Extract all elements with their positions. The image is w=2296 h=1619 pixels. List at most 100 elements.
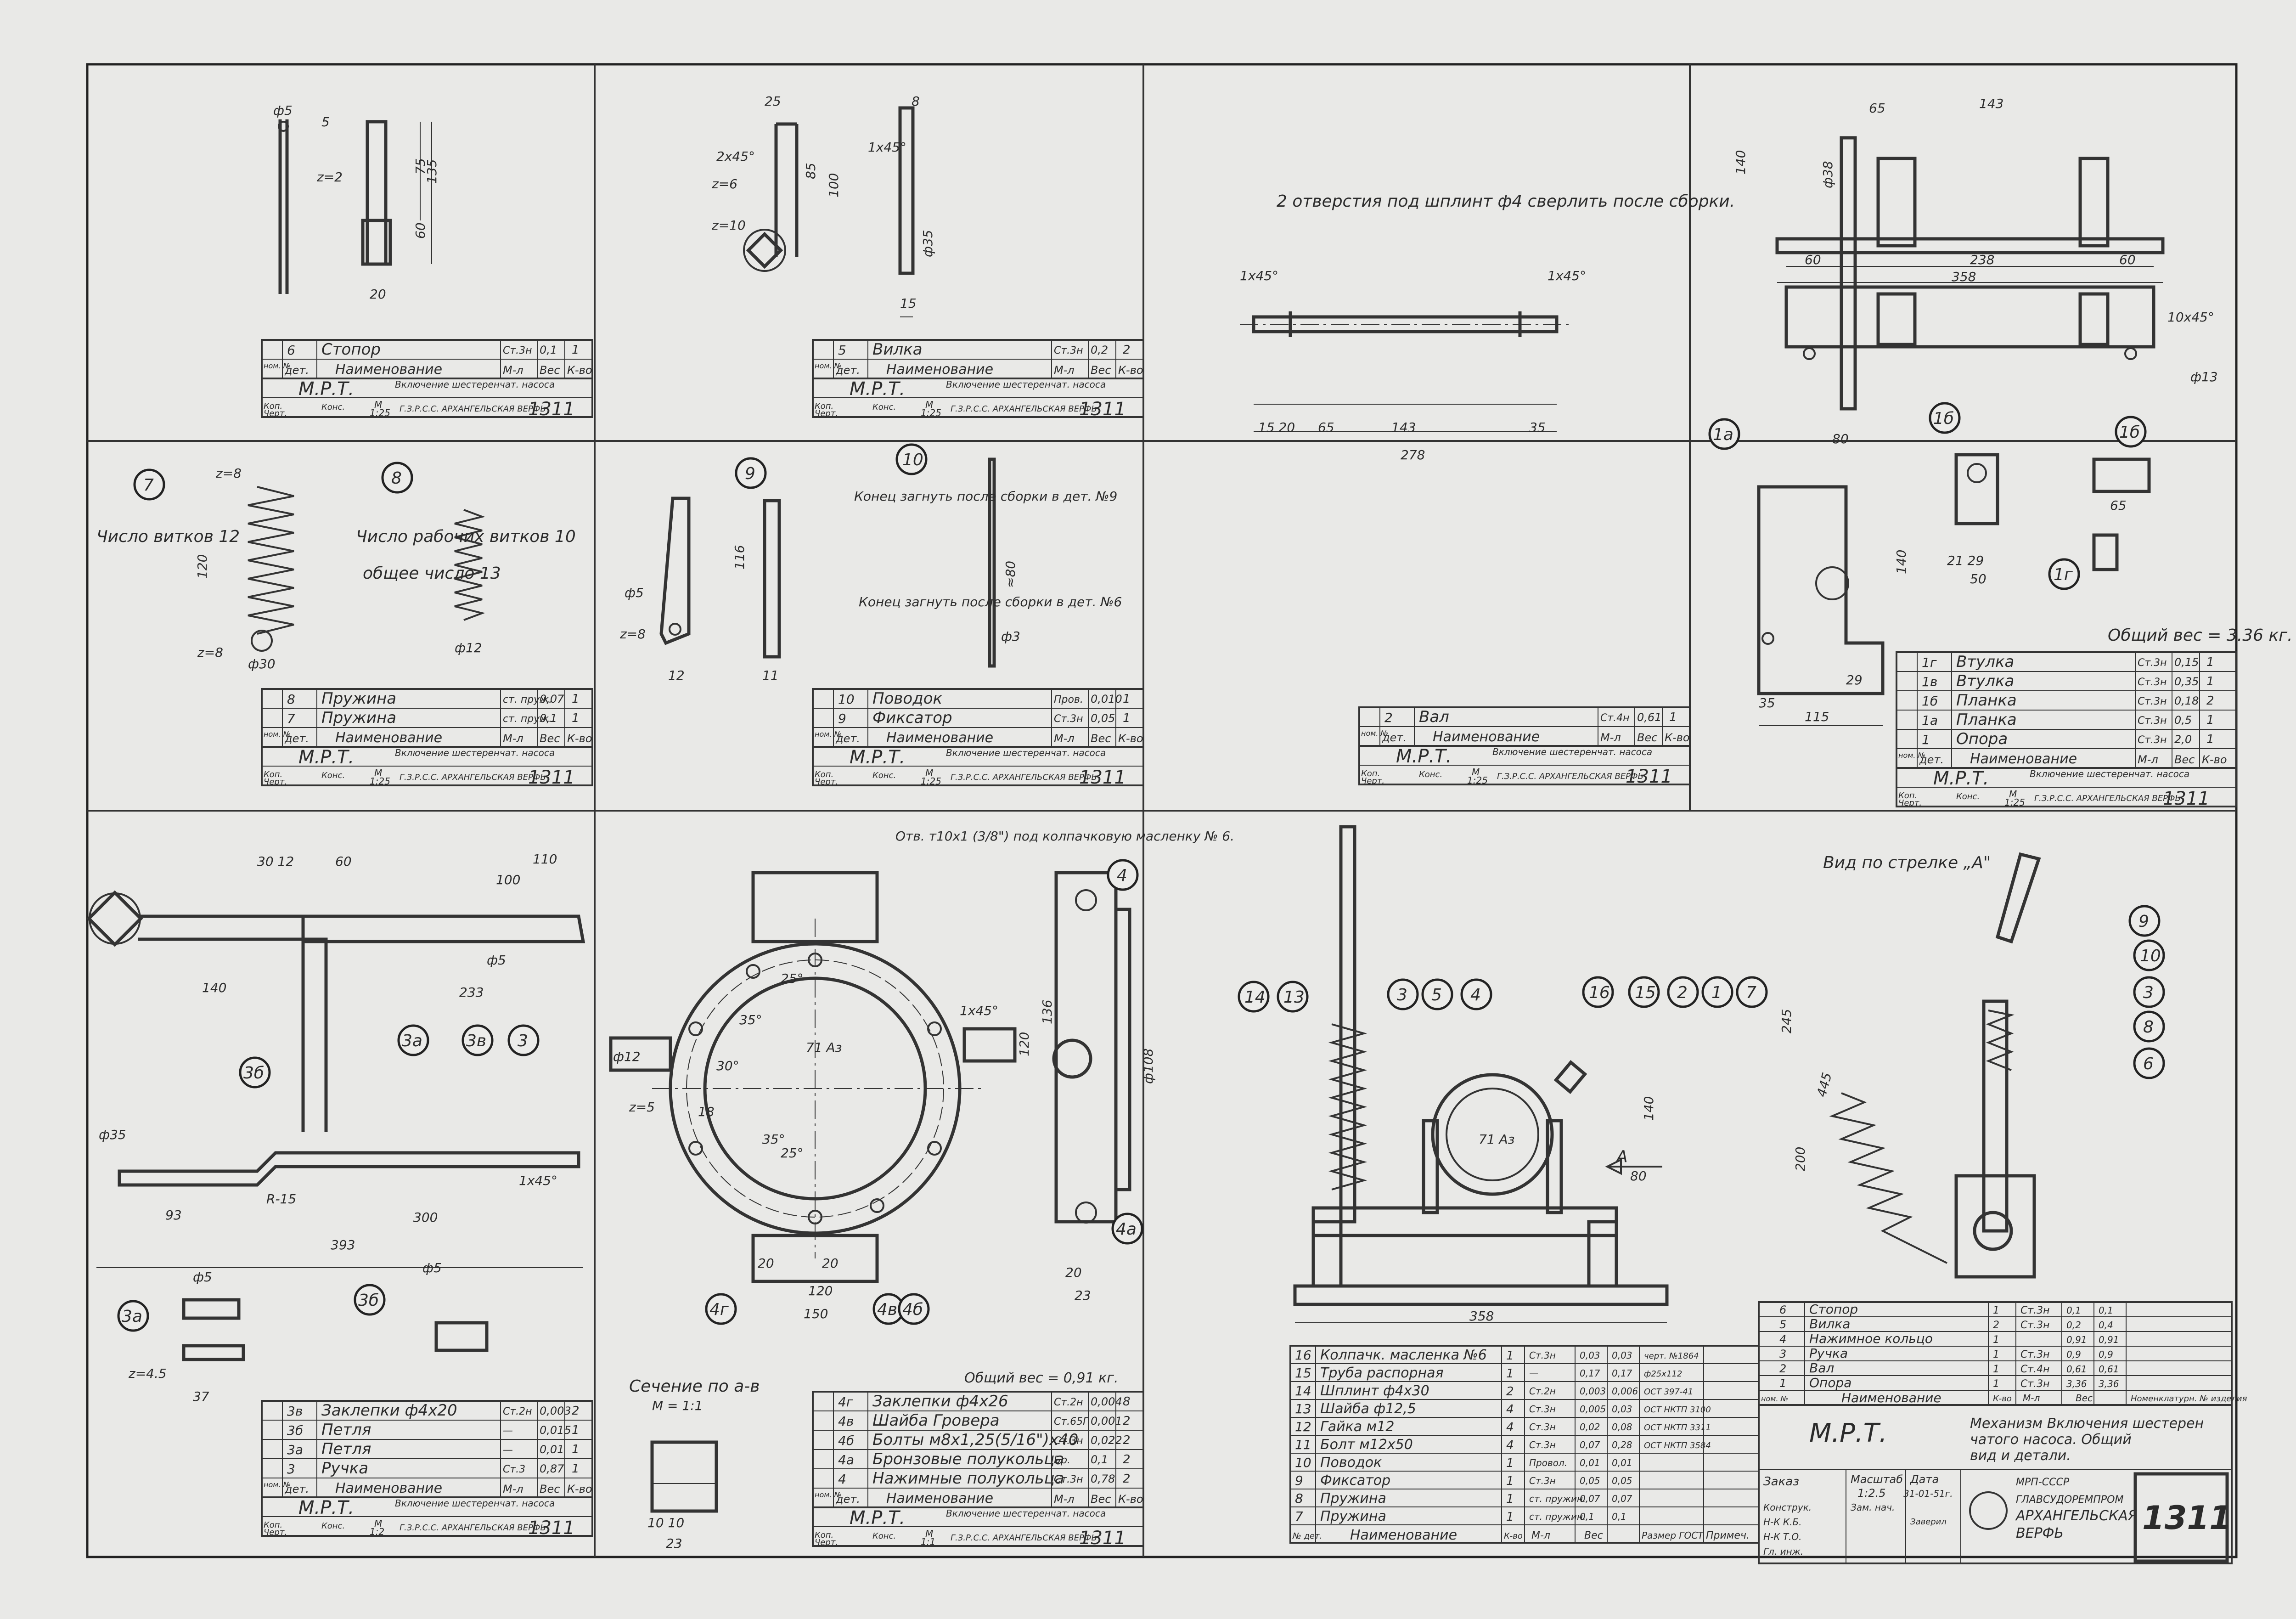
part-weight-1: 0,17 [1580,1368,1600,1379]
sub-title: Включение шестеренчат. насоса [395,379,555,390]
head-name: Наименование [1841,1390,1941,1405]
part-note: ОСТ НКТП 3311 [1644,1423,1711,1433]
svg-text:2: 2 [1677,983,1688,1002]
part-name: Шайба Гровера [872,1411,1000,1430]
svg-text:5: 5 [321,114,330,130]
head-weight: Вес [2174,753,2195,766]
svg-text:120: 120 [808,1283,833,1298]
svg-text:ф5: ф5 [193,1269,212,1285]
part-name: Шайба ф12,5 [1320,1401,1416,1417]
part-weight-1: 3,36 [2066,1378,2087,1389]
part-note: ОСТ НКТП 3100 [1644,1405,1711,1415]
emblem-icon [1969,1491,2008,1530]
detail-9-10: ф5 z=8 12 11 116 ≈80 ф3 Конец загнуть по… [619,457,1122,683]
svg-text:9: 9 [2138,912,2149,931]
part-material: Ст.3н [2138,677,2167,688]
head-weight: Вес [540,732,560,745]
part-material: Ст.3н [1054,713,1083,725]
svg-text:140: 140 [1733,150,1748,175]
head-qty: К-во [1118,364,1143,377]
svg-text:245: 245 [1779,1009,1794,1033]
part-qty: 1 [1669,711,1677,724]
head-qty: К-во [1993,1394,2012,1404]
org: Г.З.Р.С.С. АРХАНГЕЛЬСКАЯ ВЕРФЬ [400,773,546,782]
svg-text:3: 3 [1397,986,1407,1004]
org-line-0: МРП-СССР [2016,1477,2070,1488]
svg-text:ф108: ф108 [1141,1049,1156,1084]
m-label: М [1472,767,1480,778]
part-qty: 1 [572,692,580,706]
head-qty: К-во [1118,732,1143,745]
abbr: М.Р.Т. [850,378,905,400]
part-weight-2: 0,01 [1612,1457,1632,1468]
part-number: 4б [838,1433,854,1448]
head-no: ном. № [1361,729,1388,738]
head-weight: Вес [1091,364,1111,377]
svg-text:≈80: ≈80 [1003,561,1018,588]
sub-title: Включение шестеренчат. насоса [395,1498,555,1509]
cell-sheet-number: 1311 [1626,766,1672,787]
kop: Коп. [1361,769,1380,778]
svg-text:ф38: ф38 [1820,161,1835,188]
part-name: Вал [1419,708,1449,726]
part-weight-1: 0,2 [2066,1320,2081,1331]
part-material: Ст.3н [2020,1305,2050,1316]
svg-text:z=4.5: z=4.5 [128,1366,167,1381]
head-qty: К-во [567,1483,592,1495]
role-0: Конструк. [1763,1502,1812,1513]
role-2: Н-К Т.О. [1763,1531,1802,1542]
chert: Черт. [815,409,838,418]
svg-text:60: 60 [2119,252,2136,267]
svg-text:4в: 4в [877,1300,897,1319]
head-det: дет. [835,1493,860,1506]
role-3: Гл. инж. [1763,1546,1803,1557]
head-weight: Вес [1584,1530,1603,1541]
svg-text:35: 35 [1529,420,1546,435]
org-line-1: ГЛАВСУДОРЕМПРОМ [2016,1494,2123,1506]
kons: Конс. [1419,770,1442,779]
part-material: Ст.3н [1529,1404,1556,1415]
part-name: Фиксатор [872,709,952,727]
part-weight-1: 0,07 [1580,1493,1600,1504]
svg-text:4: 4 [1117,866,1127,885]
part-material: Пров. [1054,694,1083,705]
callout-balloons: 7 8 9 10 1а 1б 1б 1г 3б 3а 3в 3 3а 3б 4 … [117,402,2165,1332]
part-qty: 2 [572,1404,580,1418]
svg-text:29: 29 [1846,672,1863,688]
stamp-title-1: Механизм Включения шестерен [1970,1416,2204,1432]
part-weight-1: 0,61 [2066,1364,2087,1375]
abbr: М.Р.Т. [850,747,905,768]
svg-text:30°: 30° [716,1058,739,1073]
part-name: Петля [321,1421,371,1439]
svg-text:25°: 25° [781,1145,804,1161]
kop: Коп. [815,1530,833,1540]
svg-text:393: 393 [331,1237,355,1252]
scale: 1:25 [921,407,941,418]
part-material: Ст.3н [2020,1320,2050,1331]
section-title: Сечение по а-в [629,1377,760,1396]
part-weight: 0,004 [1091,1395,1122,1408]
part-weight-1: 0,9 [2066,1349,2081,1360]
svg-text:233: 233 [459,985,484,1000]
svg-text:4а: 4а [1116,1220,1137,1239]
svg-text:1а: 1а [1713,425,1733,444]
section-scale: М = 1:1 [652,1398,703,1413]
detail-3-ruchka: 393 300 233 140 110 100 93 60 30 12 ф35 … [86,852,585,1404]
part-name: Стопор [321,340,381,359]
abbr: М.Р.Т. [298,378,354,400]
scale: 1:25 [2004,797,2025,808]
svg-text:60: 60 [1805,252,1821,267]
part-weight: 2,0 [2174,733,2192,746]
part-weight-2: 0,03 [1612,1350,1632,1361]
svg-text:z=10: z=10 [711,218,746,233]
part-number: 10 [838,692,855,707]
part-number: 8 [1295,1491,1303,1506]
svg-text:10 10: 10 10 [647,1515,684,1530]
